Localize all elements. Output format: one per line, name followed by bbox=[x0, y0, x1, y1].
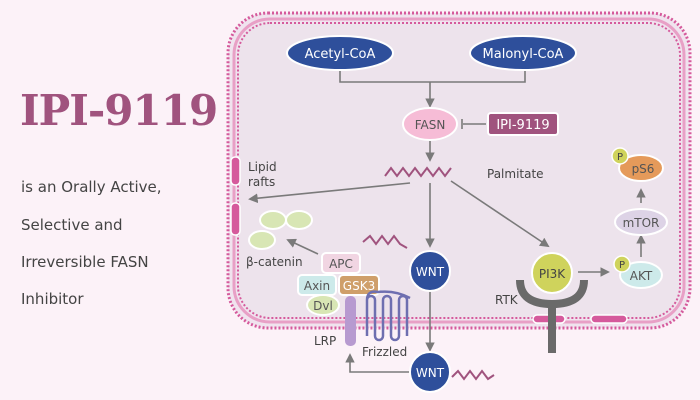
apc-label: APC bbox=[329, 257, 353, 271]
pi3k-node: PI3K bbox=[531, 252, 573, 294]
dvl-label: Dvl bbox=[313, 299, 333, 313]
palmitate-label: Palmitate bbox=[487, 167, 544, 181]
ps6-node: pS6 bbox=[618, 154, 664, 182]
axin-label: Axin bbox=[304, 279, 330, 293]
subtitle-line-2: Selective and bbox=[21, 216, 123, 234]
gsk3-label: GSK3 bbox=[343, 279, 375, 293]
lipid-rafts-label-1: Lipid bbox=[248, 160, 277, 174]
ps6-label: pS6 bbox=[632, 162, 655, 176]
subtitle-line-3: Irreversible FASN bbox=[21, 253, 149, 271]
membrane-bar bbox=[590, 314, 628, 324]
fasn-node: FASN bbox=[402, 107, 458, 141]
subtitle-line-4: Inhibitor bbox=[21, 290, 84, 308]
page-title: IPI-9119 bbox=[20, 86, 218, 135]
gsk3-node: GSK3 bbox=[338, 274, 380, 296]
wnt-outer-label: WNT bbox=[416, 366, 445, 380]
beta-catenin-label: β-catenin bbox=[246, 255, 303, 269]
arrow-to-lipid-rafts bbox=[248, 182, 411, 204]
ps6-phospho-badge: P bbox=[611, 147, 629, 165]
inhibitor-node: IPI-9119 bbox=[487, 112, 559, 136]
akt-phospho-badge: P bbox=[613, 255, 631, 273]
acetyl-coa-node: Acetyl-CoA bbox=[286, 35, 394, 71]
acetyl-coa-label: Acetyl-CoA bbox=[305, 47, 376, 62]
lipid-rafts-label-2: rafts bbox=[248, 175, 275, 189]
frizzled-label: Frizzled bbox=[362, 345, 407, 359]
arrow-wnt-to-lrp bbox=[345, 353, 412, 373]
lrp-label: LRP bbox=[314, 334, 336, 348]
mtor-node: mTOR bbox=[614, 208, 668, 236]
lrp-receptor bbox=[345, 296, 356, 346]
fasn-label: FASN bbox=[415, 118, 446, 132]
pi3k-label: PI3K bbox=[539, 267, 566, 281]
rtk-label: RTK bbox=[495, 293, 519, 307]
arrow-to-pi3k bbox=[450, 180, 550, 248]
wnt-chain-icon bbox=[362, 234, 408, 249]
wnt-inner-node: WNT bbox=[409, 250, 451, 292]
inhibitor-label: IPI-9119 bbox=[496, 118, 549, 133]
mtor-label: mTOR bbox=[623, 216, 660, 230]
dvl-node: Dvl bbox=[306, 294, 340, 316]
wnt-chain-icon bbox=[451, 369, 495, 381]
lipid-raft-bar bbox=[230, 156, 241, 186]
malonyl-coa-label: Malonyl-CoA bbox=[483, 47, 564, 62]
wnt-outer-node: WNT bbox=[409, 351, 451, 393]
apc-node: APC bbox=[321, 252, 361, 274]
wnt-inner-label: WNT bbox=[416, 265, 445, 279]
arrow-to-beta-catenin bbox=[286, 238, 319, 255]
subtitle-line-1: is an Orally Active, bbox=[21, 178, 162, 196]
substrate-connector bbox=[339, 66, 526, 83]
akt-label: AKT bbox=[630, 269, 653, 283]
malonyl-coa-node: Malonyl-CoA bbox=[469, 35, 577, 71]
palmitate-chain-icon bbox=[384, 166, 452, 178]
beta-catenin-complex bbox=[248, 210, 313, 250]
phospho-label: P bbox=[617, 152, 623, 163]
frizzled-receptor bbox=[365, 290, 411, 342]
lipid-raft-bar bbox=[230, 202, 241, 236]
cell-membrane bbox=[226, 11, 692, 330]
akt-node: AKT bbox=[619, 261, 663, 289]
axin-node: Axin bbox=[297, 274, 337, 296]
phospho-label: P bbox=[619, 260, 625, 271]
